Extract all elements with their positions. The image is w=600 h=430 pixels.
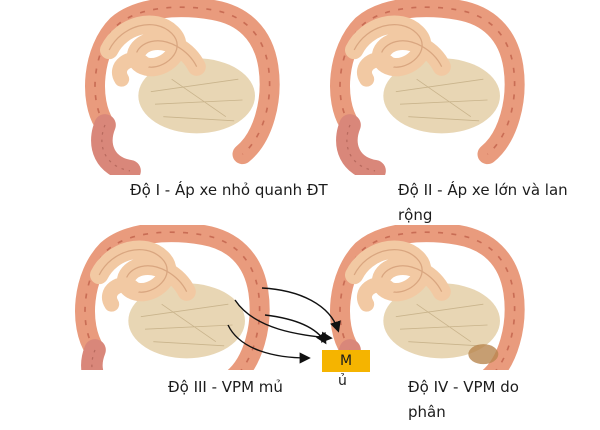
caption-grade-2: Độ II - Áp xe lớn và lan rộng [398, 181, 568, 224]
arrow [264, 314, 327, 345]
pus-highlight-label-2: ủ [338, 373, 347, 389]
caption-grade-4: Độ IV - VPM do phân [408, 378, 519, 421]
caption-background [0, 370, 600, 430]
arrow [227, 324, 311, 364]
intestine-illustration [300, 225, 550, 400]
pus-highlight-label: M [322, 350, 370, 372]
caption-grade-3: Độ III - VPM mủ [168, 378, 283, 396]
arrow [261, 287, 341, 333]
caption-grade-1: Độ I - Áp xe nhỏ quanh ĐT [130, 181, 328, 199]
panel-grade-4 [300, 225, 550, 400]
